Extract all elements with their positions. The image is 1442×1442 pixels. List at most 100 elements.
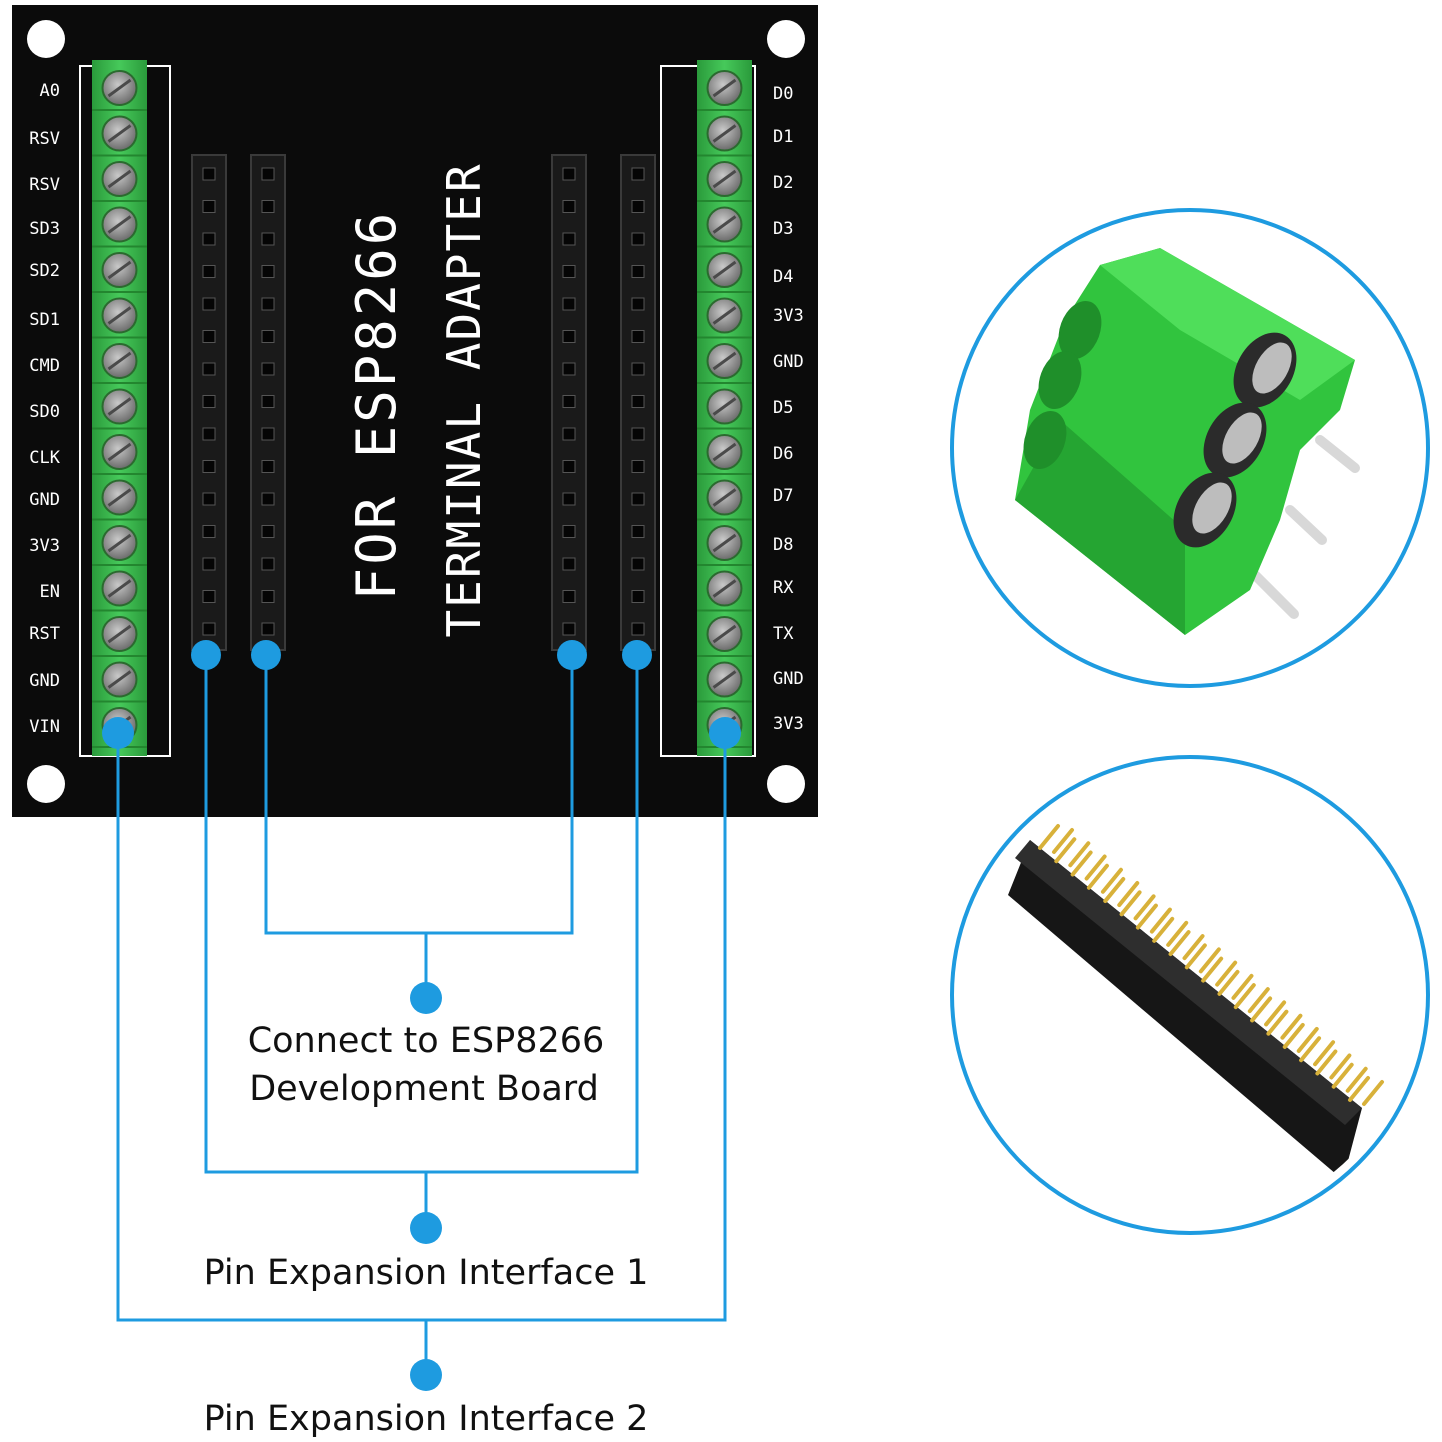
pin-label-en: EN	[40, 582, 60, 602]
header-socket	[562, 167, 576, 181]
gold-pin	[1299, 1036, 1322, 1063]
gold-pin	[1084, 854, 1107, 881]
header-socket	[631, 297, 645, 311]
gold-pin	[1315, 1049, 1338, 1076]
gold-pin	[1231, 973, 1254, 1000]
pin-label-d2: D2	[773, 173, 793, 193]
header-socket	[261, 362, 275, 376]
header-socket	[562, 460, 576, 473]
pin-label-d3: D3	[773, 219, 793, 239]
header-socket	[202, 167, 216, 181]
header-socket	[562, 330, 576, 343]
header-socket	[202, 622, 216, 636]
header-socket	[202, 525, 216, 538]
gold-pin	[1119, 890, 1142, 917]
header-socket	[562, 200, 576, 213]
header-socket	[631, 167, 645, 181]
pin-label-d7: D7	[773, 486, 793, 506]
screw-terminal-block-icon	[1015, 248, 1360, 635]
gold-pin	[1345, 1066, 1368, 1093]
board-title-line1: FOR ESP8266	[345, 210, 408, 601]
header-socket	[631, 330, 645, 343]
gold-pin	[1329, 1053, 1352, 1080]
pin-label-3v3: 3V3	[773, 714, 804, 734]
board-title-line2: TERMINAL ADAPTER	[437, 162, 491, 637]
header-socket	[562, 622, 576, 636]
gold-pin	[1133, 894, 1156, 921]
header-socket	[562, 297, 576, 311]
header-socket	[261, 232, 275, 246]
header-socket	[202, 557, 216, 571]
header-socket	[562, 265, 576, 278]
callout-dot	[410, 1359, 442, 1391]
header-socket	[631, 395, 645, 408]
header-socket	[562, 427, 576, 441]
gold-pin	[1250, 996, 1273, 1023]
mounting-hole	[767, 20, 805, 58]
gold-pin	[1362, 1080, 1384, 1106]
connector-dot	[102, 717, 134, 749]
gold-pin	[1215, 960, 1238, 987]
gold-pin	[1086, 863, 1109, 890]
header-socket	[261, 622, 275, 636]
gold-pin	[1149, 907, 1172, 934]
header-socket	[202, 395, 216, 408]
header-socket	[631, 622, 645, 636]
pin-label-rst: RST	[29, 624, 60, 644]
gold-pin	[1348, 1076, 1370, 1102]
pin-label-d5: D5	[773, 398, 793, 418]
callout-lines	[116, 655, 727, 1375]
header-socket	[202, 265, 216, 278]
pin-header-zoom	[950, 755, 1430, 1235]
gold-pin	[1054, 837, 1077, 864]
connector-dot	[191, 640, 221, 670]
gold-pin	[1182, 934, 1205, 961]
callout-dot	[410, 982, 442, 1014]
header-socket	[631, 265, 645, 278]
header-socket	[562, 492, 576, 506]
header-socket	[202, 330, 216, 343]
pin-label-sd3: SD3	[29, 219, 60, 239]
gold-pin	[1280, 1013, 1303, 1040]
gold-pin	[1217, 969, 1240, 996]
female-pin-header-icon	[1008, 824, 1384, 1180]
header-socket	[562, 590, 576, 603]
interface2-connector-line	[116, 733, 727, 1322]
gold-pin	[1296, 1026, 1319, 1053]
connector-dot	[622, 640, 652, 670]
pin-label-d0: D0	[773, 84, 793, 104]
gold-pin	[1264, 1000, 1287, 1027]
dev-board-callout-line2: Development Board	[249, 1069, 599, 1109]
header-socket	[202, 460, 216, 473]
pin-label-rx: RX	[773, 578, 794, 598]
dev-board-connector-line	[264, 655, 574, 935]
header-socket	[202, 590, 216, 603]
gold-pin	[1103, 877, 1126, 904]
pin-label-clk: CLK	[29, 448, 60, 468]
header-socket	[261, 330, 275, 343]
pin-label-d6: D6	[773, 444, 793, 464]
header-socket	[261, 557, 275, 571]
gold-pin	[1068, 841, 1091, 868]
header-socket	[261, 492, 275, 506]
pin-label-sd0: SD0	[29, 402, 60, 422]
header-socket	[261, 200, 275, 213]
callout-dots	[102, 640, 741, 1391]
left-pin-labels: A0RSVRSVSD3SD2SD1CMDSD0CLKGND3V3ENRSTGND…	[29, 81, 60, 737]
gold-pin	[1100, 867, 1123, 894]
pin-label-gnd: GND	[773, 352, 804, 372]
connector-dot	[251, 640, 281, 670]
gold-pin	[1152, 916, 1175, 943]
pin-label-gnd: GND	[29, 490, 60, 510]
pin-label-sd1: SD1	[29, 310, 60, 330]
pin-label-rsv: RSV	[29, 129, 60, 149]
pin-label-sd2: SD2	[29, 261, 60, 281]
header-socket	[631, 427, 645, 441]
header-socket	[202, 362, 216, 376]
pin-label-3v3: 3V3	[773, 306, 804, 326]
header-socket	[261, 460, 275, 473]
mounting-hole	[27, 20, 65, 58]
gold-pin	[1282, 1022, 1305, 1049]
gold-pin	[1331, 1062, 1354, 1089]
